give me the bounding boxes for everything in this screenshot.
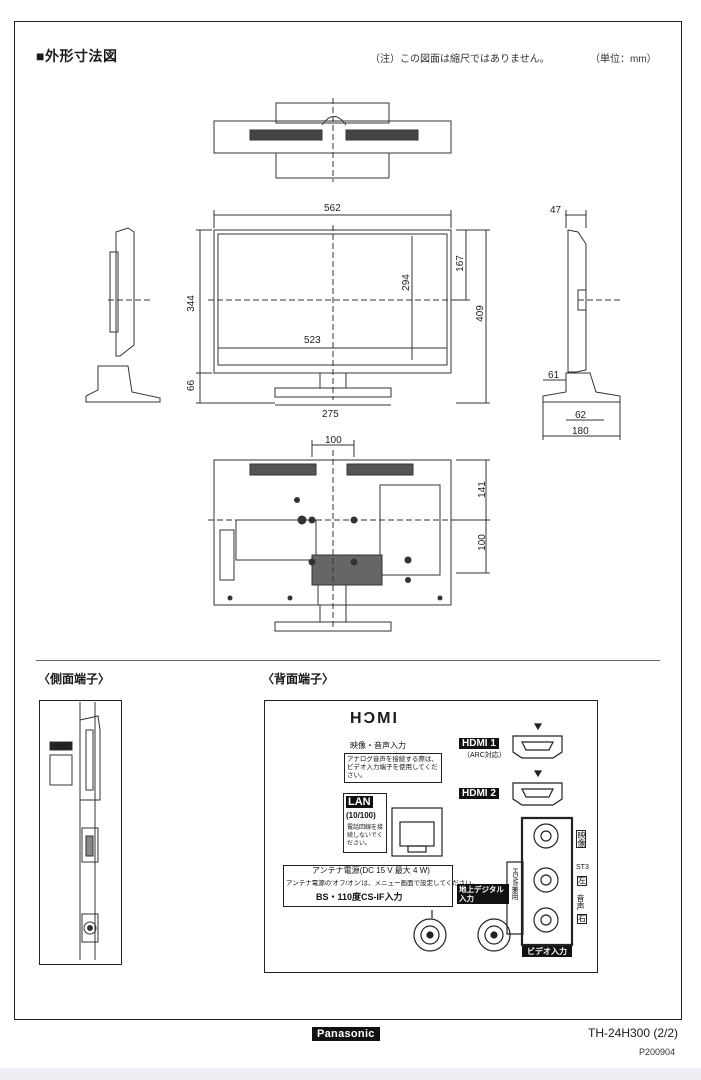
dim-vesa-v: 100 [476,534,488,551]
dim-total-height: 409 [474,305,486,322]
hdmi1-label: HDMI 1 [459,738,499,749]
dim-screen-height: 294 [400,274,412,291]
side-terminal-panel [39,700,122,965]
scale-note: （注）この図面は縮尺ではありません。 [370,54,550,65]
document-code: P200904 [639,1047,676,1057]
dim-stand-front: 61 [548,370,560,381]
dim-stand-depth-inner: 62 [575,410,587,421]
section-divider [36,660,660,661]
st3-label: ST3 [576,864,589,871]
hdmi-use-label: HDMI兼用 [511,868,518,900]
antenna-note: アンテナ電源の'オフ/オン'は、メニュー画面で設定してください。 [286,880,479,887]
dim-stand-depth: 180 [572,426,589,437]
model-number: TH-24H300 (2/2) [588,1026,679,1040]
dim-upper-height: 167 [454,255,466,272]
lan-note: 電話回線を接続しないでください。 [347,825,384,847]
dim-body-height: 344 [185,295,197,312]
hdmi-logo: HƆMI [350,710,399,727]
side-terminals-heading: 〈側面端子〉 [38,672,111,686]
av-note: アナログ音声を接続する際は、ビデオ入力端子を使用してください。 [344,753,442,783]
unit-label: （単位：mm） [590,54,657,65]
page-title: ■外形寸法図 [36,48,118,64]
dim-stand-width: 275 [322,409,339,420]
video-input-label: ビデオ入力 [522,946,572,957]
lan-speed: (10/100) [346,811,376,820]
terrestrial-label: 地上デジタル入力 [457,884,509,904]
back-terminals-heading: 〈背面端子〉 [262,672,335,686]
document-frame [14,21,682,1020]
bs-cs-label: BS・110度CS-IF入力 [316,892,403,902]
dim-width-total: 562 [324,203,341,214]
lan-label: LAN [346,796,373,808]
audio-label: 音声 [576,894,585,910]
video-label: 映像 [576,830,586,848]
av-input-label: 映像・音声入力 [350,741,406,750]
arc-label: （ARC対応） [463,752,506,759]
antenna-power: アンテナ電源(DC 15 V 最大 4 W) [312,866,430,875]
dim-back-top: 141 [476,481,488,498]
brand-logo: Panasonic [312,1027,380,1041]
audio-right: 右 [577,914,587,924]
hdmi2-label: HDMI 2 [459,788,499,799]
dim-depth-top: 47 [550,205,562,216]
back-terminal-panel [264,700,598,973]
bottom-strip [0,1068,701,1080]
dim-vesa-h: 100 [325,435,342,446]
dim-stand-height: 66 [186,379,198,392]
audio-left: 左 [577,876,587,886]
dim-screen-width: 523 [304,335,321,346]
